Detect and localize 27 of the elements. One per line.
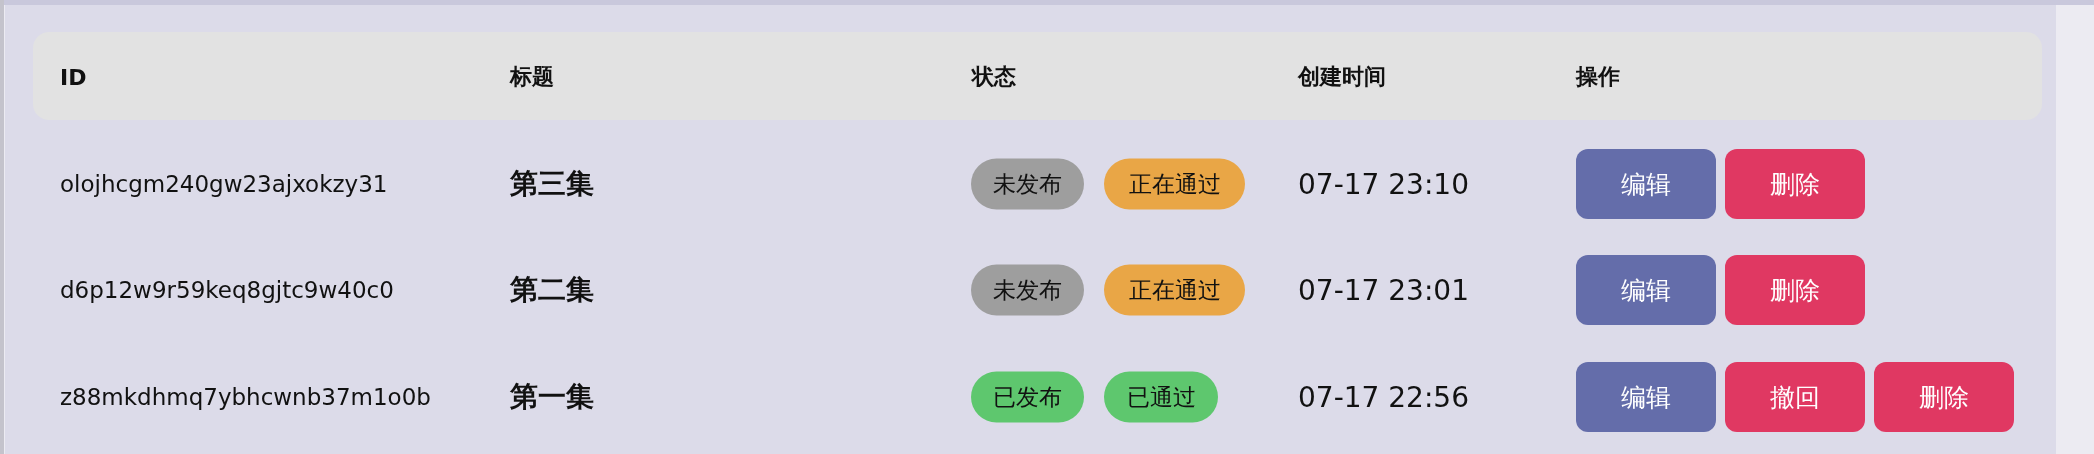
timestamp-text: 07-17 23:01 <box>1298 273 1469 307</box>
column-header: 标题 <box>510 63 554 91</box>
id-text: olojhcgm240gw23ajxokzy31 <box>60 171 388 197</box>
status-badge: 未发布 <box>971 158 1084 210</box>
title-text: 第一集 <box>510 379 594 415</box>
status-badge: 已通过 <box>1104 371 1218 423</box>
timestamp-text: 07-17 22:56 <box>1298 380 1469 414</box>
column-header: 状态 <box>972 63 1016 91</box>
delete-button: 删除 <box>1874 362 2014 432</box>
column-header: ID <box>60 64 87 90</box>
edit-button: 编辑 <box>1576 362 1716 432</box>
column-header: 操作 <box>1576 63 1620 91</box>
title-text: 第二集 <box>510 272 594 308</box>
delete-button: 删除 <box>1725 255 1865 325</box>
title-text: 第三集 <box>510 166 594 202</box>
column-header: 创建时间 <box>1298 63 1386 91</box>
id-text: d6p12w9r59keq8gjtc9w40c0 <box>60 277 394 303</box>
revoke-button: 撤回 <box>1725 362 1865 432</box>
status-badge: 未发布 <box>971 264 1084 316</box>
id-text: z88mkdhmq7ybhcwnb37m1o0b <box>60 384 431 410</box>
status-badge: 正在通过 <box>1104 264 1245 316</box>
delete-button: 删除 <box>1725 149 1865 219</box>
status-badge: 正在通过 <box>1104 158 1245 210</box>
edit-button: 编辑 <box>1576 255 1716 325</box>
status-badge: 已发布 <box>971 371 1084 423</box>
timestamp-text: 07-17 23:10 <box>1298 167 1469 201</box>
edit-button: 编辑 <box>1576 149 1716 219</box>
